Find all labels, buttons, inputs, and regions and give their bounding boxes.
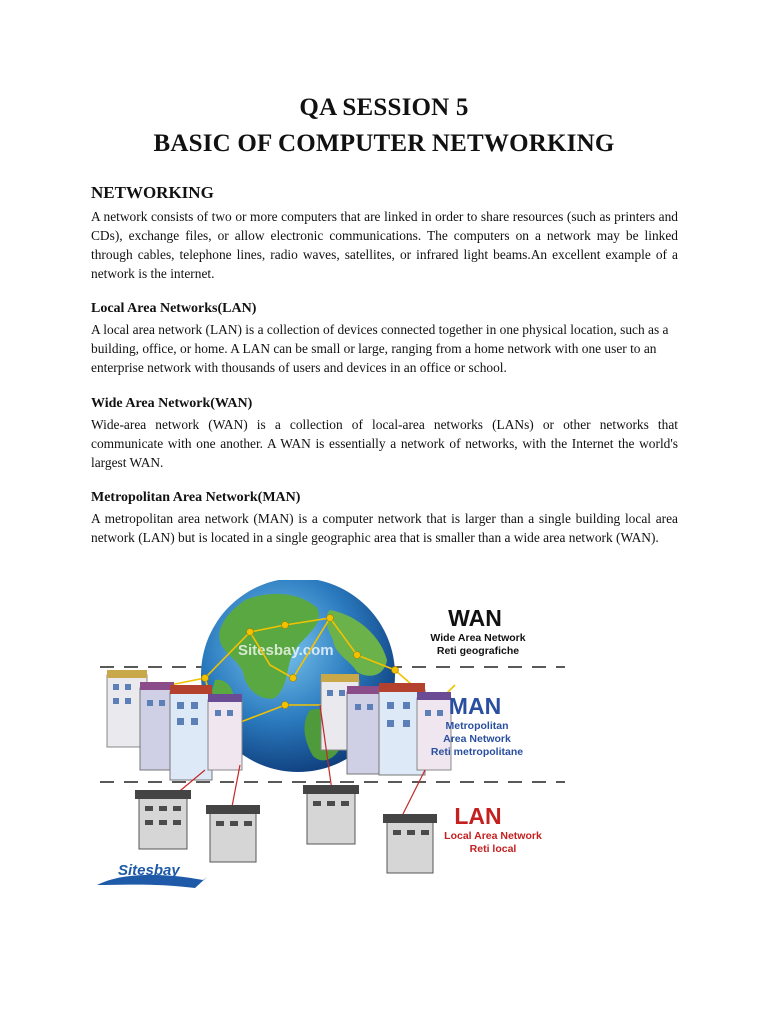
lan-heading: Local Area Networks(LAN) <box>91 301 257 316</box>
lan-label-line1: Local Area Network <box>444 830 542 842</box>
lan-label-line2: Reti local <box>470 843 517 855</box>
left-building-cluster <box>106 670 243 781</box>
networking-paragraph: A network consists of two or more comput… <box>91 209 678 281</box>
man-label-line2: Area Network <box>443 733 511 745</box>
right-building-cluster <box>320 674 452 776</box>
man-heading: Metropolitan Area Network(MAN) <box>91 490 301 505</box>
sitesbay-logo: Sitesbay <box>97 862 207 888</box>
document-title-line2: BASIC OF COMPUTER NETWORKING <box>153 130 615 157</box>
wan-label: WAN <box>448 605 502 631</box>
wan-heading: Wide Area Network(WAN) <box>91 396 253 411</box>
networking-heading: NETWORKING <box>91 183 214 202</box>
man-label-line1: Metropolitan <box>446 720 509 732</box>
man-label: MAN <box>449 693 501 719</box>
lan-label: LAN <box>454 803 501 829</box>
wan-label-line1: Wide Area Network <box>430 632 525 644</box>
logo-text: Sitesbay <box>118 862 180 879</box>
network-types-diagram: Sitesbay.com <box>97 580 565 888</box>
lan-paragraph: A local area network (LAN) is a collecti… <box>91 322 669 375</box>
man-paragraph: A metropolitan area network (MAN) is a c… <box>91 511 678 545</box>
document-title-line1: QA SESSION 5 <box>299 94 469 121</box>
watermark-text: Sitesbay.com <box>238 642 334 659</box>
man-label-line3: Reti metropolitane <box>431 746 523 758</box>
lan-server-buildings <box>135 785 437 874</box>
wan-label-line2: Reti geografiche <box>437 645 519 657</box>
wan-paragraph: Wide-area network (WAN) is a collection … <box>91 417 678 470</box>
